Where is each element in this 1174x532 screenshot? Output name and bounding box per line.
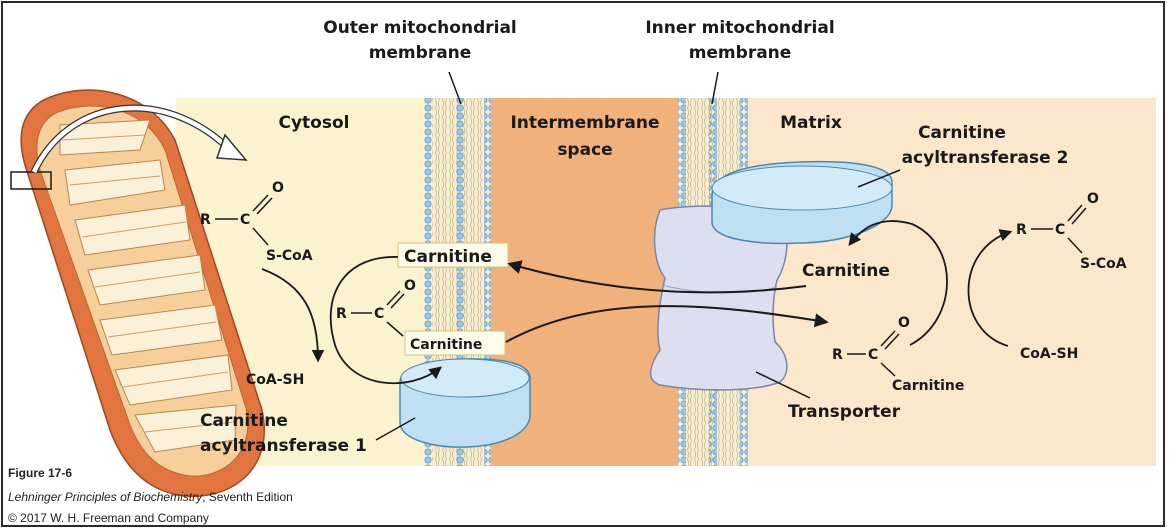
intermembrane-label-line2: space xyxy=(557,140,612,160)
cytosol-coash: CoA-SH xyxy=(246,372,304,388)
svg-text:C: C xyxy=(240,212,250,228)
cat2-leader xyxy=(857,169,901,188)
inner-membrane-label-line2: membrane xyxy=(689,43,792,63)
transporter-label: Transporter xyxy=(788,402,901,422)
svg-text:Carnitine: Carnitine xyxy=(892,378,964,394)
cytosol-reaction-arrow xyxy=(261,268,325,363)
copyright: © 2017 W. H. Freeman and Company xyxy=(8,511,209,525)
cat1-label-line2: acyltransferase 1 xyxy=(200,436,367,456)
figure-number: Figure 17-6 xyxy=(8,466,73,480)
transporter-leader xyxy=(755,371,811,399)
svg-text:R: R xyxy=(1016,222,1027,238)
outer-membrane-leader xyxy=(448,71,462,105)
book-citation: Lehninger Principles of Biochemistry, Se… xyxy=(8,490,293,504)
svg-text:O: O xyxy=(898,315,910,331)
zoom-box xyxy=(10,171,52,190)
cytosol-carnitine-cycle-arrow xyxy=(329,256,442,385)
svg-text:S-CoA: S-CoA xyxy=(266,248,313,264)
inner-membrane-leader xyxy=(711,71,719,105)
cytosol-acylcarnitine: R C O Carnitine xyxy=(336,278,482,353)
svg-text:O: O xyxy=(404,278,416,294)
cytosol-label: Cytosol xyxy=(279,113,350,133)
carnitine-acyltransferase-2-shape xyxy=(711,160,893,245)
carnitine-highlight-middle xyxy=(404,330,506,356)
matrix-label: Matrix xyxy=(780,113,842,133)
outer-membrane-label-line2: membrane xyxy=(369,43,472,63)
svg-text:S-CoA: S-CoA xyxy=(1080,256,1127,272)
book-title: Lehninger Principles of Biochemistry xyxy=(8,490,203,504)
cat1-label: Carnitine xyxy=(200,411,288,431)
outer-membrane-label: Outer mitochondrial xyxy=(323,18,517,38)
matrix-region xyxy=(748,98,1156,466)
svg-text:R: R xyxy=(832,347,843,363)
cat2-label-line2: acyltransferase 2 xyxy=(902,148,1069,168)
carnitine-highlight-top xyxy=(397,242,509,268)
svg-text:O: O xyxy=(272,180,284,196)
matrix-acyl-coa: R C O S-CoA xyxy=(1016,191,1127,272)
svg-text:C: C xyxy=(1055,222,1065,238)
carnitine-export-arrow xyxy=(507,260,807,294)
carnitine-middle: Carnitine xyxy=(410,337,482,353)
book-edition: , Seventh Edition xyxy=(202,490,293,504)
cat2-label: Carnitine xyxy=(918,123,1006,143)
svg-text:O: O xyxy=(1087,191,1099,207)
matrix-carnitine-arrow xyxy=(848,220,948,346)
matrix-acylcarnitine: R C O Carnitine xyxy=(832,315,964,394)
matrix-coash: CoA-SH xyxy=(1020,346,1078,362)
matrix-coa-arrow xyxy=(967,229,1013,347)
svg-text:C: C xyxy=(374,306,384,322)
svg-text:R: R xyxy=(336,306,347,322)
inner-membrane-label: Inner mitochondrial xyxy=(645,18,834,38)
matrix-carnitine: Carnitine xyxy=(802,261,890,281)
cytosol-carnitine: Carnitine xyxy=(404,247,492,267)
svg-text:C: C xyxy=(868,347,878,363)
cat1-leader xyxy=(375,417,416,441)
intermembrane-label: Intermembrane xyxy=(510,113,659,133)
svg-text:R: R xyxy=(200,212,211,228)
cytosol-acyl-coa: R C O S-CoA xyxy=(200,180,313,264)
acylcarnitine-import-arrow xyxy=(505,305,829,343)
